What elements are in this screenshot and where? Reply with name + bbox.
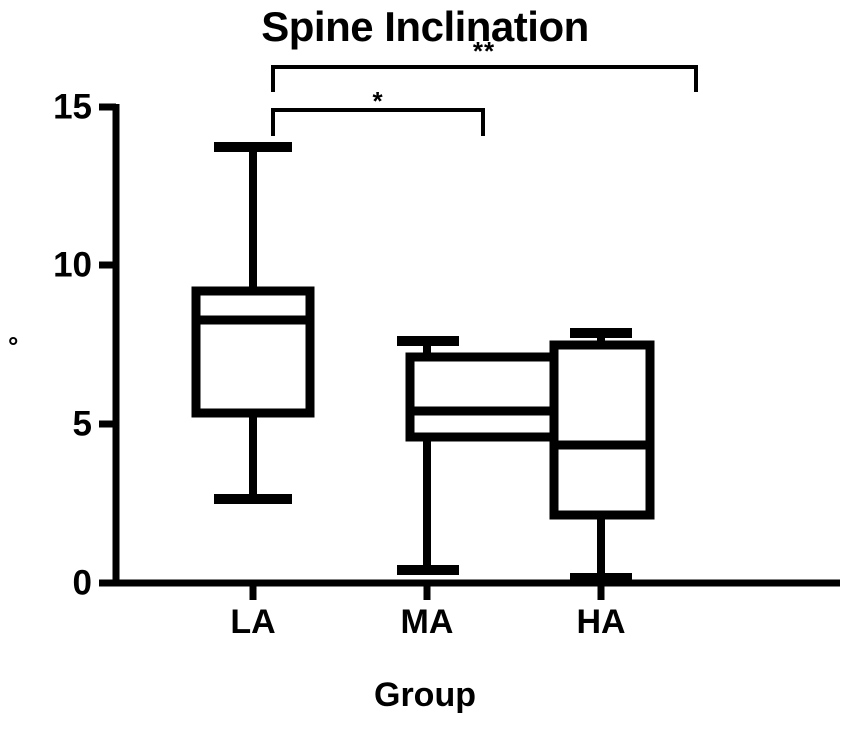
y-tick-label-15: 15 bbox=[53, 87, 92, 127]
x-tick-label-HA: HA bbox=[576, 603, 626, 641]
x-tick-label-MA: MA bbox=[400, 603, 454, 641]
y-tick-label-0: 0 bbox=[72, 563, 92, 603]
y-tick-label-10: 10 bbox=[53, 245, 92, 285]
y-axis-label: ° bbox=[8, 331, 19, 361]
significance-label-LA-MA: * bbox=[372, 86, 384, 116]
box-plot-LA bbox=[191, 142, 315, 504]
box-LA bbox=[191, 286, 315, 418]
box-plot-MA bbox=[397, 336, 561, 575]
box-plot-HA bbox=[549, 328, 655, 583]
box-MA bbox=[405, 352, 561, 442]
significance-bracket-LA-MA bbox=[271, 108, 485, 136]
axis-group bbox=[99, 103, 840, 600]
page-title: Spine Inclination bbox=[261, 3, 589, 50]
significance-label-LA-HA: ** bbox=[472, 36, 496, 66]
box-HA bbox=[549, 340, 655, 520]
significance-bracket-LA-HA bbox=[271, 65, 698, 92]
y-tick-label-5: 5 bbox=[72, 404, 92, 444]
x-tick-label-LA: LA bbox=[230, 603, 276, 641]
x-axis-label: Group bbox=[374, 676, 476, 714]
